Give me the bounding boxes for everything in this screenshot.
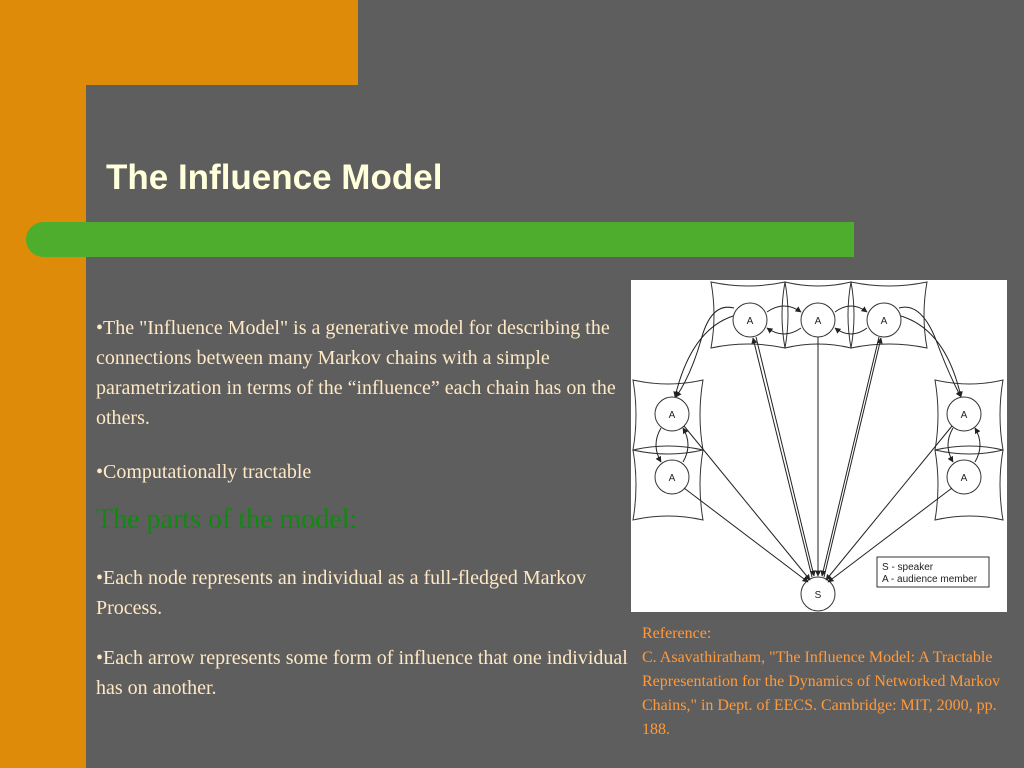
reference-heading: Reference:: [642, 625, 712, 642]
node-label-a: A: [881, 316, 888, 327]
parts-subheading: The parts of the model:: [96, 504, 358, 535]
bullet-node: •Each node represents an individual as a…: [96, 567, 587, 619]
bullet-tractable: •Computationally tractable: [96, 461, 312, 483]
accent-bar: [26, 222, 854, 257]
orange-corner-block: [0, 0, 358, 85]
node-label-a: A: [669, 473, 676, 484]
slide-title: The Influence Model: [106, 158, 443, 197]
reference-citation: C. Asavathiratham, "The Influence Model:…: [642, 649, 1001, 738]
reference-block: Reference: C. Asavathiratham, "The Influ…: [642, 622, 1012, 742]
node-label-a: A: [669, 410, 676, 421]
node-label-a: A: [961, 473, 968, 484]
bullet-influence-model: •The "Influence Model" is a generative m…: [96, 317, 616, 429]
bullet-arrow: •Each arrow represents some form of infl…: [96, 647, 628, 699]
node-label-s: S: [815, 590, 822, 601]
legend-audience: A - audience member: [882, 574, 978, 585]
legend-speaker: S - speaker: [882, 562, 934, 573]
influence-diagram: A A A A A A A S: [631, 280, 1007, 612]
node-label-a: A: [961, 410, 968, 421]
node-label-a: A: [747, 316, 754, 327]
node-label-a: A: [815, 316, 822, 327]
